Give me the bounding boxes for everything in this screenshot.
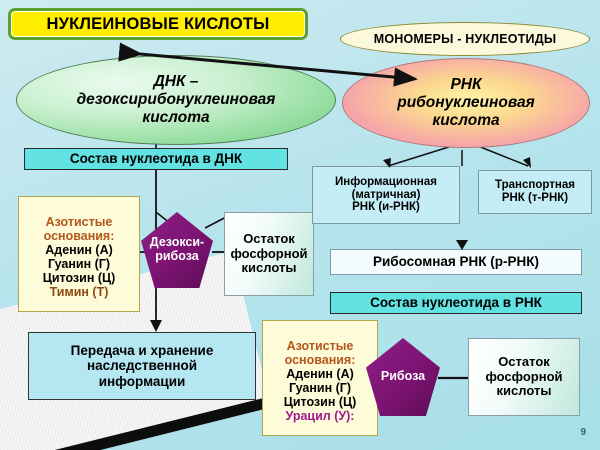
irna-line-1: Информационная <box>335 175 437 188</box>
rna-base-adenine: Аденин (А) <box>286 367 354 381</box>
deoxyribose-label-2: рибоза <box>155 249 199 263</box>
rna-ellipse: РНК рибонуклеиновая кислота <box>342 58 590 148</box>
rna-line-1: РНК <box>450 76 482 94</box>
rna-line-2: рибонуклеиновая <box>397 94 535 112</box>
dna-line-2: дезоксирибонуклеиновая <box>76 91 276 109</box>
heredity-line-3: информации <box>98 373 186 389</box>
rna-base-guanine: Гуанин (Г) <box>288 381 352 395</box>
dna-ellipse: ДНК – дезоксирибонуклеиновая кислота <box>16 55 336 145</box>
rna-phosphate-line-1: Остаток <box>498 354 550 370</box>
dna-phosphate-line-3: кислоты <box>241 260 297 276</box>
monomers-ellipse: МОНОМЕРЫ - НУКЛЕОТИДЫ <box>340 22 590 56</box>
dna-nucleotide-composition-header: Состав нуклеотида в ДНК <box>24 148 288 170</box>
rna-nitrogen-bases-box: Азотистые основания: Аденин (А) Гуанин (… <box>262 320 378 436</box>
dna-line-1: ДНК – <box>153 73 199 91</box>
rna-base-cytosine: Цитозин (Ц) <box>283 395 357 409</box>
rna-base-uracil: Урацил (У): <box>285 409 355 423</box>
dna-phosphate-residue-box: Остаток фосфорной кислоты <box>224 212 314 296</box>
dna-line-3: кислота <box>142 108 210 126</box>
dna-base-cytosine: Цитозин (Ц) <box>42 271 116 285</box>
page-title: НУКЛЕИНОВЫЕ КИСЛОТЫ <box>8 8 308 40</box>
trna-line-2: РНК (т-РНК) <box>501 192 569 204</box>
dna-bases-heading-1: Азотистые <box>45 215 113 229</box>
rna-nucleotide-composition-header: Состав нуклеотида в РНК <box>330 292 582 314</box>
dna-base-adenine: Аденин (А) <box>45 243 113 257</box>
dna-bases-heading-2: основания: <box>43 229 115 243</box>
ribosomal-rna-box: Рибосомная РНК (р-РНК) <box>330 249 582 275</box>
rna-phosphate-line-2: фосфорной <box>485 368 563 384</box>
dna-nitrogen-bases-box: Азотистые основания: Аденин (А) Гуанин (… <box>18 196 140 312</box>
trna-line-1: Транспортная <box>495 179 575 192</box>
heredity-line-2: наследственной <box>86 358 198 374</box>
rna-bases-heading-1: Азотистые <box>286 339 354 353</box>
informational-rna-box: Информационная (матричная) РНК (и-РНК) <box>312 166 460 224</box>
transport-rna-box: Транспортная РНК (т-РНК) <box>478 170 592 214</box>
dna-base-thymine: Тимин (Т) <box>49 285 109 299</box>
rna-line-3: кислота <box>432 111 500 129</box>
heredity-transfer-storage-box: Передача и хранение наследственной инфор… <box>28 332 256 400</box>
ribose-label: Рибоза <box>380 369 426 384</box>
dna-phosphate-line-2: фосфорной <box>230 245 308 261</box>
heredity-line-1: Передача и хранение <box>70 343 214 359</box>
dna-base-guanine: Гуанин (Г) <box>47 257 111 271</box>
rna-phosphate-residue-box: Остаток фосфорной кислоты <box>468 338 580 416</box>
rna-phosphate-line-3: кислоты <box>496 383 552 399</box>
irna-line-3: РНК (и-РНК) <box>352 201 420 214</box>
irna-line-2: (матричная) <box>351 188 421 201</box>
rna-bases-heading-2: основания: <box>284 353 356 367</box>
deoxyribose-label-1: Дезокси- <box>149 235 205 250</box>
page-number: 9 <box>580 427 586 438</box>
dna-phosphate-line-1: Остаток <box>243 231 295 247</box>
